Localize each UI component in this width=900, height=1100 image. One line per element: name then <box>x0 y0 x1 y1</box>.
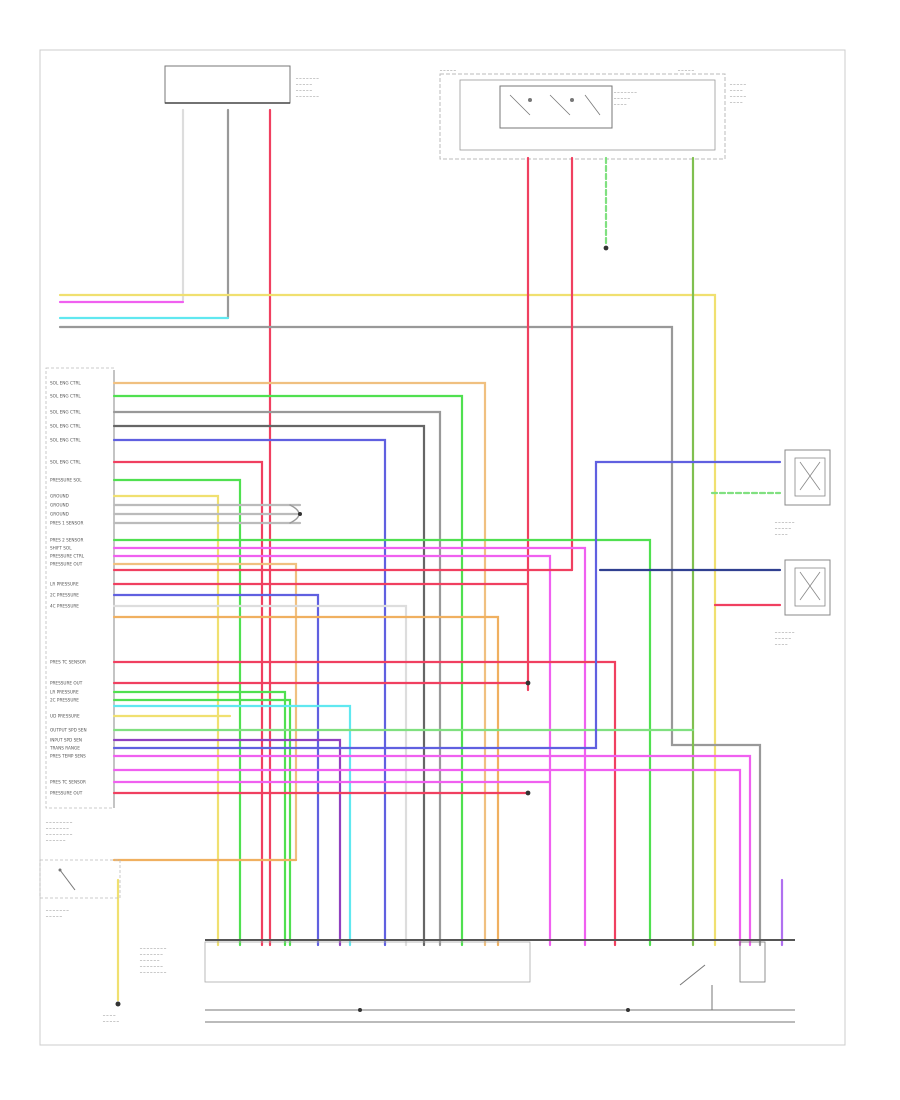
pcm-pin-label: PRESSURE CTRL <box>50 554 85 559</box>
wire-pink-3 <box>112 754 752 947</box>
svg-text:_ _ _ _ _ _: _ _ _ _ _ _ <box>45 836 66 841</box>
svg-text:_ _ _ _ _ _ _ _: _ _ _ _ _ _ _ _ <box>139 968 167 973</box>
svg-text:_ _ _ _ _: _ _ _ _ _ <box>774 634 792 639</box>
pcm-pin-label: TRANS RANGE <box>49 746 80 751</box>
lower-left-switch: _ _ _ _ _ _ _ _ _ _ _ _ <box>39 859 121 917</box>
svg-text:_ _ _ _ _ _ _: _ _ _ _ _ _ _ <box>139 962 164 967</box>
right-sensor-2: _ _ _ _ _ _ _ _ _ _ _ _ _ _ _ <box>774 559 831 645</box>
wire-pink-1 <box>112 546 587 947</box>
wire-blue-1 <box>112 438 387 947</box>
wire-pink-4 <box>112 768 742 947</box>
wire-orange-1 <box>112 381 487 947</box>
ground-point: _ _ _ _ _ _ _ _ _ <box>102 1001 121 1022</box>
svg-text:_ _ _ _ _: _ _ _ _ _ <box>677 66 695 71</box>
wire-gray-2 <box>112 424 426 947</box>
pcm-pin-label: OUTPUT SPD SEN <box>50 728 87 733</box>
svg-text:_ _ _ _ _ _ _: _ _ _ _ _ _ _ <box>45 906 70 911</box>
wire-gray-bus <box>58 325 762 947</box>
wire-cyan-2 <box>112 704 352 947</box>
wire-orange-2 <box>112 562 298 862</box>
svg-text:_ _ _ _ _: _ _ _ _ _ <box>613 94 631 99</box>
wire-purple-1 <box>112 738 342 947</box>
pcm-pin-label: GROUND <box>50 494 69 499</box>
svg-text:_ _ _ _: _ _ _ _ <box>102 1011 116 1016</box>
wire-green-5 <box>112 698 292 947</box>
svg-text:_ _ _ _ _ _ _: _ _ _ _ _ _ _ <box>139 950 164 955</box>
pcm-pin-label: PRES TEMP SENS <box>50 754 86 759</box>
pcm-pin-label: LR PRESSURE <box>50 582 79 587</box>
wires <box>58 108 784 1002</box>
pcm-pin-label: PRES TC SENSOR <box>50 780 86 785</box>
pcm-pin-label: INPUT SPD SEN <box>50 738 82 743</box>
pcm-pin-labels: SOL ENG CTRL SOL ENG CTRL SOL ENG CTRL SOL … <box>49 381 87 796</box>
bottom-right-switch <box>679 964 713 1010</box>
pcm-pin-label: 4C PRESSURE <box>50 604 79 609</box>
svg-text:_ _ _ _ _ _: _ _ _ _ _ _ <box>774 518 795 523</box>
svg-text:_ _ _ _ _: _ _ _ _ _ <box>729 92 747 97</box>
svg-text:_ _ _ _ _: _ _ _ _ _ <box>295 86 313 91</box>
svg-text:_ _ _ _ _: _ _ _ _ _ <box>729 80 747 85</box>
svg-text:_ _ _ _: _ _ _ _ <box>729 86 743 91</box>
pcm-pin-label: PRESSURE SOL <box>50 478 82 483</box>
top-right-component: _ _ _ _ _ _ _ _ _ _ _ _ _ _ _ _ _ _ _ _ … <box>439 66 747 160</box>
svg-text:_ _ _ _: _ _ _ _ <box>613 100 627 105</box>
wire-green-1 <box>112 394 464 947</box>
svg-text:_ _ _ _ _: _ _ _ _ _ <box>439 66 457 71</box>
wire-red-3 <box>112 460 264 947</box>
wire-green-2 <box>112 478 242 947</box>
wire-yellow-2 <box>112 494 220 947</box>
pcm-pin-label: SOL ENG CTRL <box>50 381 81 386</box>
wire-white-2 <box>112 604 408 947</box>
pcm-pin-label: PRES 1 SENSOR <box>50 521 83 526</box>
transmission-connector: _ _ _ _ _ _ _ _ _ _ _ _ _ _ _ _ _ _ _ _ … <box>139 939 795 1023</box>
svg-text:_ _ _ _: _ _ _ _ <box>774 640 788 645</box>
pcm-pin-label: SOL ENG CTRL <box>50 460 81 465</box>
svg-text:_ _ _ _: _ _ _ _ <box>774 530 788 535</box>
pcm-pin-label: PRESSURE OUT <box>50 791 83 796</box>
wire-blue-2 <box>112 593 320 947</box>
pcm-pin-label: PRESSURE OUT <box>50 681 83 686</box>
wire-yellow-bus <box>58 293 717 947</box>
pcm-pin-label: PRESSURE OUT <box>50 562 83 567</box>
svg-text:_ _ _ _ _ _ _ _: _ _ _ _ _ _ _ _ <box>45 830 73 835</box>
svg-text:_ _ _ _ _: _ _ _ _ _ <box>295 80 313 85</box>
wire-green-3 <box>112 538 652 947</box>
svg-text:_ _ _ _: _ _ _ _ <box>729 98 743 103</box>
wire-red-6 <box>112 660 617 947</box>
top-left-component: _ _ _ _ _ _ _ _ _ _ _ _ _ _ _ _ _ _ _ _ … <box>164 65 320 104</box>
svg-text:_ _ _ _ _ _: _ _ _ _ _ _ <box>139 956 160 961</box>
svg-text:_ _ _ _ _ _ _: _ _ _ _ _ _ _ <box>295 92 320 97</box>
wire-gray-1 <box>112 410 442 947</box>
pcm-pin-label: SOL ENG CTRL <box>50 410 81 415</box>
pcm-pin-label: SOL ENG CTRL <box>50 438 81 443</box>
diagram-frame <box>39 49 846 1046</box>
svg-text:_ _ _ _ _ _ _: _ _ _ _ _ _ _ <box>45 824 70 829</box>
svg-text:_ _ _ _ _ _ _ _: _ _ _ _ _ _ _ _ <box>139 944 167 949</box>
pcm-pin-label: SOL ENG CTRL <box>50 394 81 399</box>
wire-blue-3 <box>112 460 782 750</box>
svg-text:_ _ _ _ _: _ _ _ _ _ <box>102 1017 120 1022</box>
pcm-connector: SOL ENG CTRL SOL ENG CTRL SOL ENG CTRL SOL … <box>45 367 115 841</box>
pcm-pin-label: 2C PRESSURE <box>50 593 79 598</box>
pcm-pin-label: 2C PRESSURE <box>50 698 79 703</box>
pcm-pin-label: PRES 2 SENSOR <box>50 538 83 543</box>
pcm-pin-label: UD PRESSURE <box>50 714 80 719</box>
pcm-pin-label: SOL ENG CTRL <box>50 424 81 429</box>
pcm-pin-label: SHIFT SOL <box>50 546 72 551</box>
pcm-pin-label: GROUND <box>50 503 69 508</box>
right-sensor-1: _ _ _ _ _ _ _ _ _ _ _ _ _ _ _ <box>774 449 831 535</box>
svg-text:_ _ _ _ _: _ _ _ _ _ <box>45 912 63 917</box>
svg-text:_ _ _ _ _ _ _ _: _ _ _ _ _ _ _ _ <box>45 818 73 823</box>
splice-dots <box>298 245 609 796</box>
svg-text:_ _ _ _ _ _ _: _ _ _ _ _ _ _ <box>613 88 638 93</box>
pcm-pin-label: LR PRESSURE <box>50 690 79 695</box>
pcm-pin-label: GROUND <box>50 512 69 517</box>
wire-orange-3 <box>112 615 500 947</box>
svg-text:_ _ _ _ _ _ _: _ _ _ _ _ _ _ <box>295 74 320 79</box>
wire-pink-2 <box>112 554 552 947</box>
svg-text:_ _ _ _ _ _: _ _ _ _ _ _ <box>774 628 795 633</box>
pcm-pin-label: PRES TC SENSOR <box>50 660 86 665</box>
svg-text:_ _ _ _ _: _ _ _ _ _ <box>774 524 792 529</box>
